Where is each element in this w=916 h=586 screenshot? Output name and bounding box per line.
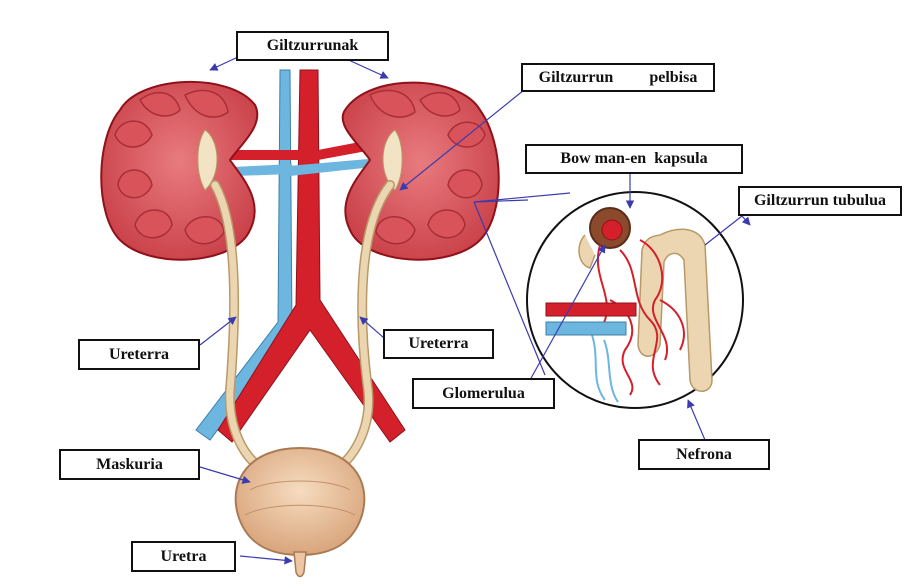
label-bladder: Maskuria	[59, 449, 200, 480]
label-urethra: Uretra	[131, 541, 236, 572]
label-bowman-capsule: Bow man-en kapsula	[525, 144, 743, 174]
vena-cava	[195, 69, 293, 441]
ureters	[210, 180, 395, 475]
right-kidney	[341, 81, 500, 261]
bladder	[234, 446, 366, 557]
aorta-lower	[217, 69, 406, 443]
label-nephron: Nefrona	[638, 439, 770, 470]
vein-right-branch	[288, 158, 382, 176]
label-glomerulus: Glomerulua	[412, 378, 555, 409]
vein-segment	[545, 321, 627, 336]
label-kidneys: Giltzurrunak	[236, 31, 389, 61]
label-renal-pelvis: Giltzurrun pelbisa	[521, 63, 715, 92]
label-ureter-left: Ureterra	[78, 339, 200, 370]
label-renal-tubule: Giltzurrun tubulua	[738, 186, 902, 216]
nephron-detail	[526, 191, 744, 409]
pointer-lines	[199, 56, 751, 565]
urethra	[293, 551, 307, 578]
label-ureter-right: Ureterra	[383, 329, 494, 359]
left-kidney	[100, 81, 259, 261]
artery-segment	[545, 302, 637, 317]
glomerulus-ball	[601, 219, 623, 241]
